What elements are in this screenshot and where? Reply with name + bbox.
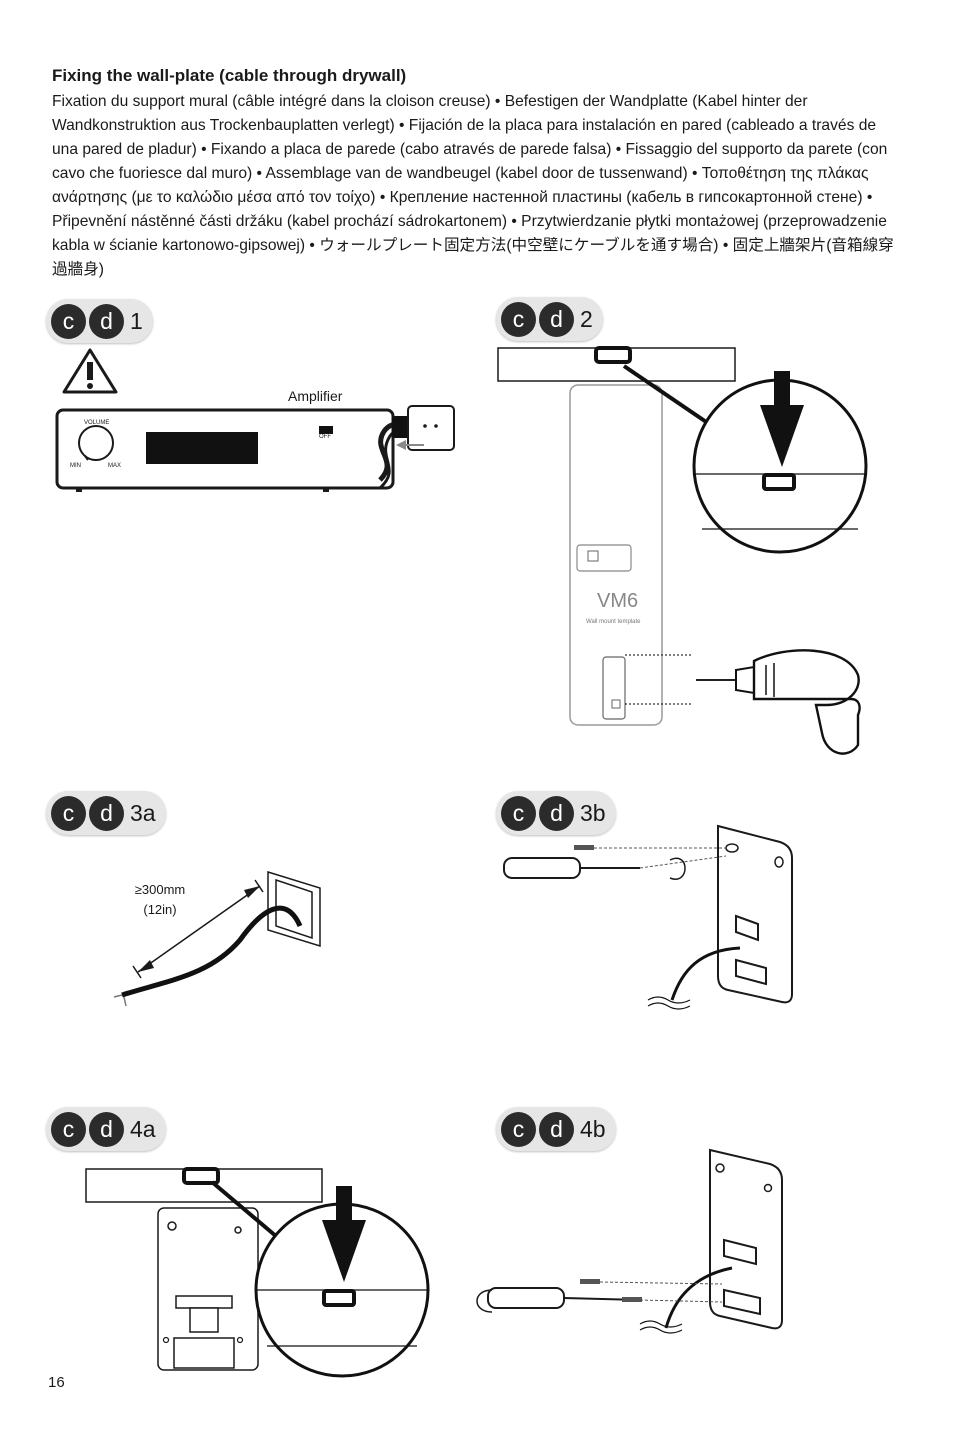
figure-step-4b: [476, 1148, 783, 1334]
page-title: Fixing the wall-plate (cable through dry…: [52, 66, 407, 85]
down-arrow-icon: [760, 405, 804, 467]
length-mm: ≥300mm: [134, 882, 186, 897]
badge-c: c: [51, 795, 86, 831]
figure-step-3b: [503, 824, 793, 1010]
warning-icon: [62, 348, 118, 394]
figure-step-1: [55, 348, 455, 492]
badge-c: c: [51, 1111, 86, 1147]
length-label: ≥300mm (12in): [122, 880, 198, 920]
step-number: 3b: [580, 799, 606, 826]
badge-c: c: [501, 1111, 536, 1147]
figure-step-3a: [113, 870, 321, 1007]
template-caption: Wall mount template: [586, 619, 641, 625]
drill-icon: [696, 649, 861, 755]
step-badge-4a: c d 4a: [46, 1107, 166, 1151]
badge-c: c: [51, 303, 86, 339]
step-number: 4b: [580, 1115, 606, 1142]
screwdriver-icon: [487, 1287, 565, 1309]
screwdriver-icon: [503, 857, 581, 879]
template-model: VM6: [597, 590, 639, 612]
amplifier-drawing: [55, 408, 395, 492]
spirit-level: [85, 1168, 323, 1203]
step-number: 3a: [130, 799, 156, 826]
figure-step-4a: [85, 1167, 430, 1378]
figure-step-2: [497, 346, 868, 755]
step-number: 4a: [130, 1115, 156, 1142]
wall-plate: [717, 824, 793, 1004]
down-arrow-icon: [322, 1220, 366, 1282]
badge-d: d: [89, 1111, 124, 1147]
badge-d: d: [89, 303, 124, 339]
intro-paragraph: Fixation du support mural (câble intégré…: [52, 93, 894, 278]
badge-c: c: [501, 795, 536, 831]
badge-c: c: [501, 301, 536, 337]
step-badge-3a: c d 3a: [46, 791, 166, 835]
badge-d: d: [89, 795, 124, 831]
step-number: 1: [130, 307, 143, 334]
step-badge-1: c d 1: [46, 299, 153, 343]
level-vial: [594, 346, 632, 364]
length-in: (12in): [143, 902, 177, 917]
min-label: MIN: [70, 463, 81, 469]
plug-icon: [378, 405, 455, 490]
badge-d: d: [539, 1111, 574, 1147]
amplifier-label: Amplifier: [288, 388, 343, 404]
volume-label: VOLUME: [84, 420, 110, 426]
step-badge-4b: c d 4b: [496, 1107, 616, 1151]
badge-d: d: [539, 795, 574, 831]
step-badge-2: c d 2: [496, 297, 603, 341]
badge-d: d: [539, 301, 574, 337]
wall-plate: [709, 1148, 783, 1330]
max-label: MAX: [108, 463, 122, 469]
off-label: OFF: [319, 434, 331, 440]
step-number: 2: [580, 305, 593, 332]
step-badge-3b: c d 3b: [496, 791, 616, 835]
page-number: 16: [48, 1374, 65, 1391]
